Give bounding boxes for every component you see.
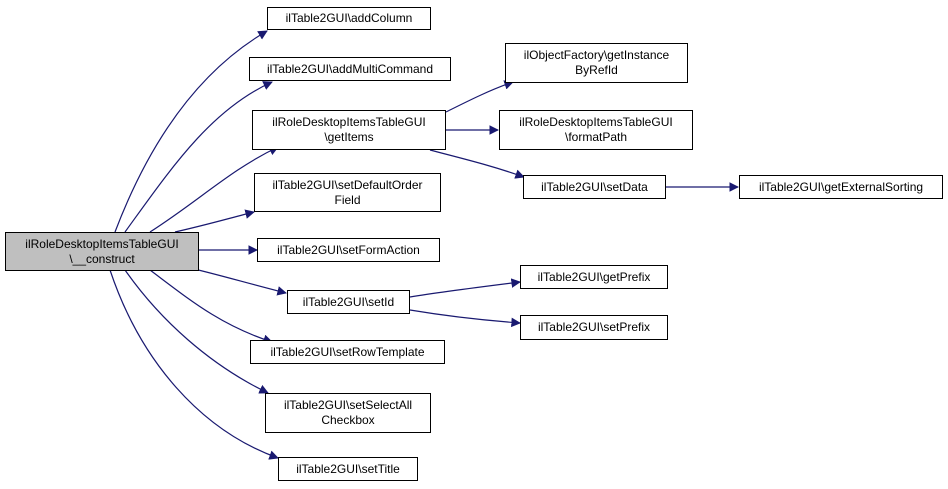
edge-construct-to-setSelectAllCheckbox [124, 269, 269, 394]
node-label: ilTable2GUI\setId [302, 294, 395, 309]
edge-construct-to-addColumn [114, 30, 268, 233]
node-label-line-2: Field [334, 192, 361, 207]
node-set-default-order-field[interactable]: ilTable2GUI\setDefaultOrder Field [254, 173, 441, 212]
edge-construct-to-setTitle [109, 269, 279, 460]
node-label: ilTable2GUI\getExternalSorting [758, 179, 924, 194]
node-label: ilTable2GUI\setTitle [296, 461, 400, 476]
node-label: ilTable2GUI\setData [541, 179, 648, 194]
node-label-line-1: ilRoleDesktopItemsTableGUI [25, 236, 179, 251]
node-il-role-desktop-items-table-gui-construct: ilRoleDesktopItemsTableGUI \__construct [5, 232, 199, 271]
node-set-title[interactable]: ilTable2GUI\setTitle [278, 457, 418, 481]
node-label-line-1: ilRoleDesktopItemsTableGUI [272, 115, 426, 129]
node-get-external-sorting[interactable]: ilTable2GUI\getExternalSorting [739, 175, 943, 199]
node-label-line-1: ilObjectFactory\getInstance [523, 48, 670, 62]
node-label-line-1: ilTable2GUI\setDefaultOrder [272, 177, 423, 192]
edge-construct-to-addMultiCommand [124, 81, 273, 233]
node-set-form-action[interactable]: ilTable2GUI\setFormAction [257, 238, 440, 262]
node-label-line-1: ilTable2GUI\setSelectAll [283, 398, 413, 412]
node-label: ilTable2GUI\setRowTemplate [270, 344, 425, 359]
edge-construct-to-getItems [149, 146, 279, 233]
node-get-instance-by-ref-id[interactable]: ilObjectFactory\getInstance ByRefId [505, 43, 688, 83]
node-label-line-2: ByRefId [575, 63, 618, 77]
node-label-line-2: \formatPath [564, 130, 628, 144]
node-get-items[interactable]: ilRoleDesktopItemsTableGUI \getItems [252, 110, 446, 150]
edge-setId-to-getPrefix [409, 278, 521, 298]
edge-construct-to-setRowTemplate [149, 269, 273, 344]
node-add-column[interactable]: ilTable2GUI\addColumn [267, 7, 431, 30]
edge-getItems-to-getInstanceByRefId [445, 80, 514, 113]
node-add-multi-command[interactable]: ilTable2GUI\addMultiCommand [249, 57, 451, 81]
node-get-prefix[interactable]: ilTable2GUI\getPrefix [520, 265, 668, 289]
node-label-line-2: \__construct [69, 251, 135, 266]
node-set-data[interactable]: ilTable2GUI\setData [523, 175, 666, 199]
node-set-id[interactable]: ilTable2GUI\setId [287, 290, 410, 314]
edge-getItems-to-setData [429, 149, 525, 179]
edge-setId-to-setPrefix [409, 309, 521, 328]
node-label: ilTable2GUI\setPrefix [537, 320, 651, 334]
edge-construct-to-setDefaultOrderField [174, 209, 255, 233]
node-label-line-2: \getItems [324, 130, 374, 144]
node-set-select-all-checkbox[interactable]: ilTable2GUI\setSelectAll Checkbox [265, 393, 431, 433]
node-label: ilTable2GUI\getPrefix [537, 269, 651, 284]
node-set-prefix[interactable]: ilTable2GUI\setPrefix [520, 315, 668, 340]
node-label-line-2: Checkbox [321, 413, 375, 427]
node-set-row-template[interactable]: ilTable2GUI\setRowTemplate [250, 340, 445, 364]
node-label: ilTable2GUI\addMultiCommand [266, 61, 434, 76]
node-label-line-1: ilRoleDesktopItemsTableGUI [519, 115, 673, 129]
node-format-path[interactable]: ilRoleDesktopItemsTableGUI \formatPath [499, 110, 693, 150]
node-label: ilTable2GUI\setFormAction [277, 242, 420, 257]
node-label: ilTable2GUI\addColumn [285, 11, 413, 25]
edge-construct-to-setId [189, 267, 287, 296]
